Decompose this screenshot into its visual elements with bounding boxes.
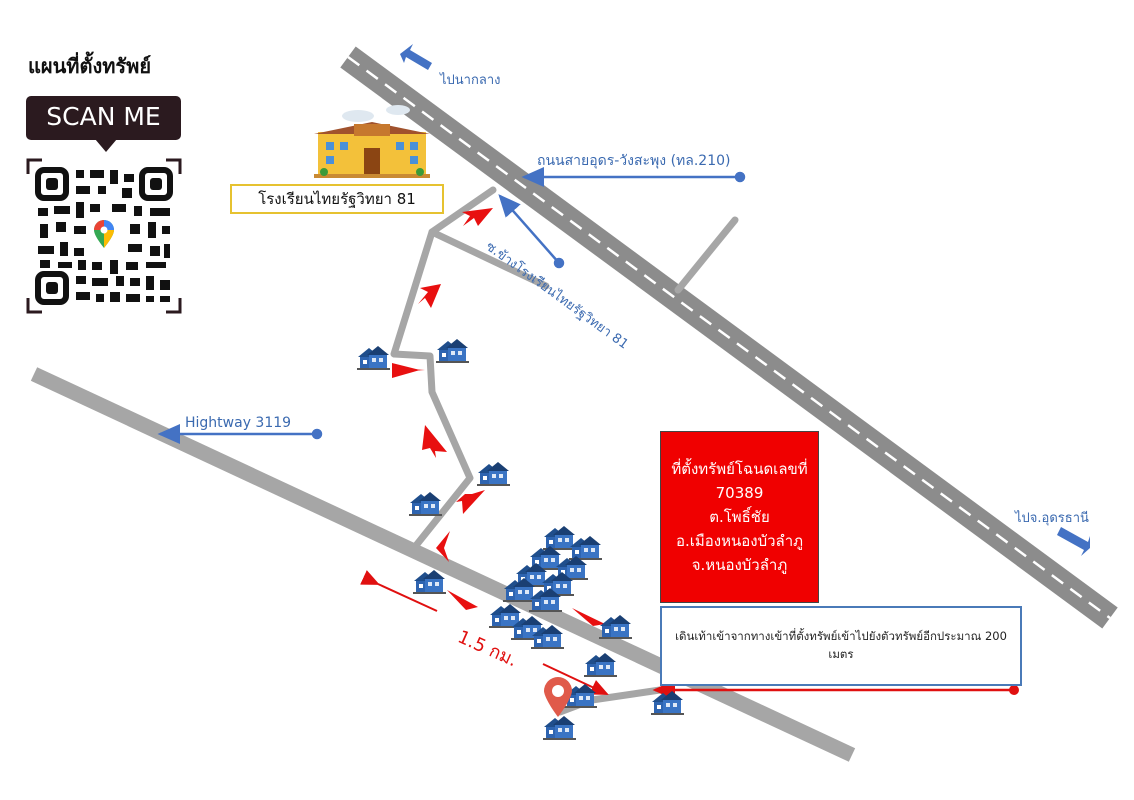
property-province: จ.หนองบัวลำภู <box>691 556 788 574</box>
house-icon <box>599 615 632 639</box>
map-title: แผนที่ตั้งทรัพย์ <box>28 54 152 78</box>
house-icon <box>651 691 684 715</box>
house-icon <box>357 346 390 370</box>
road-name-label: ถนนสายอุดร-วังสะพุง (ทล.210) <box>537 153 731 169</box>
direction-arrows-blue <box>400 44 1090 556</box>
scan-me-pointer <box>95 139 117 152</box>
highway-label: Hightway 3119 <box>185 415 292 431</box>
property-info-box: ที่ตั้งทรัพย์โฉนดเลขที่ 70389 ต.โพธิ์ชัย… <box>660 431 819 603</box>
property-subdistrict: ต.โพธิ์ชัย <box>709 508 770 526</box>
scan-me-banner: SCAN ME <box>26 96 181 140</box>
google-maps-pin-icon <box>88 216 120 252</box>
property-district: อ.เมืองหนองบัวลำภู <box>675 532 804 550</box>
highway-210-road <box>340 46 1118 629</box>
house-icon <box>584 653 617 677</box>
house-icon <box>477 462 510 486</box>
house-icon <box>569 536 602 560</box>
to-nakhlang-label: ไปนากลาง <box>440 73 501 88</box>
distance-markers <box>360 570 1019 700</box>
house-icon <box>409 492 442 516</box>
school-label: โรงเรียนไทยรัฐวิทยา 81 <box>230 184 444 214</box>
house-icon <box>436 339 469 363</box>
walking-note-box: เดินเท้าเข้าจากทางเข้าที่ตั้งทรัพย์เข้าไ… <box>660 606 1022 686</box>
blue-pointers <box>157 167 746 444</box>
property-line-1: ที่ตั้งทรัพย์โฉนดเลขที่ <box>671 460 808 478</box>
to-udon-label: ไปจ.อุดรธานี <box>1015 511 1089 526</box>
walking-note-text: เดินเท้าเข้าจากทางเข้าที่ตั้งทรัพย์เข้าไ… <box>675 629 1007 661</box>
map-pin-icon <box>544 677 572 717</box>
property-deed-number: 70389 <box>715 484 764 502</box>
qr-code[interactable] <box>26 158 182 314</box>
house-icon <box>413 570 446 594</box>
school-icon <box>314 105 430 178</box>
house-icon <box>543 716 576 740</box>
route-arrows-red <box>392 208 605 626</box>
